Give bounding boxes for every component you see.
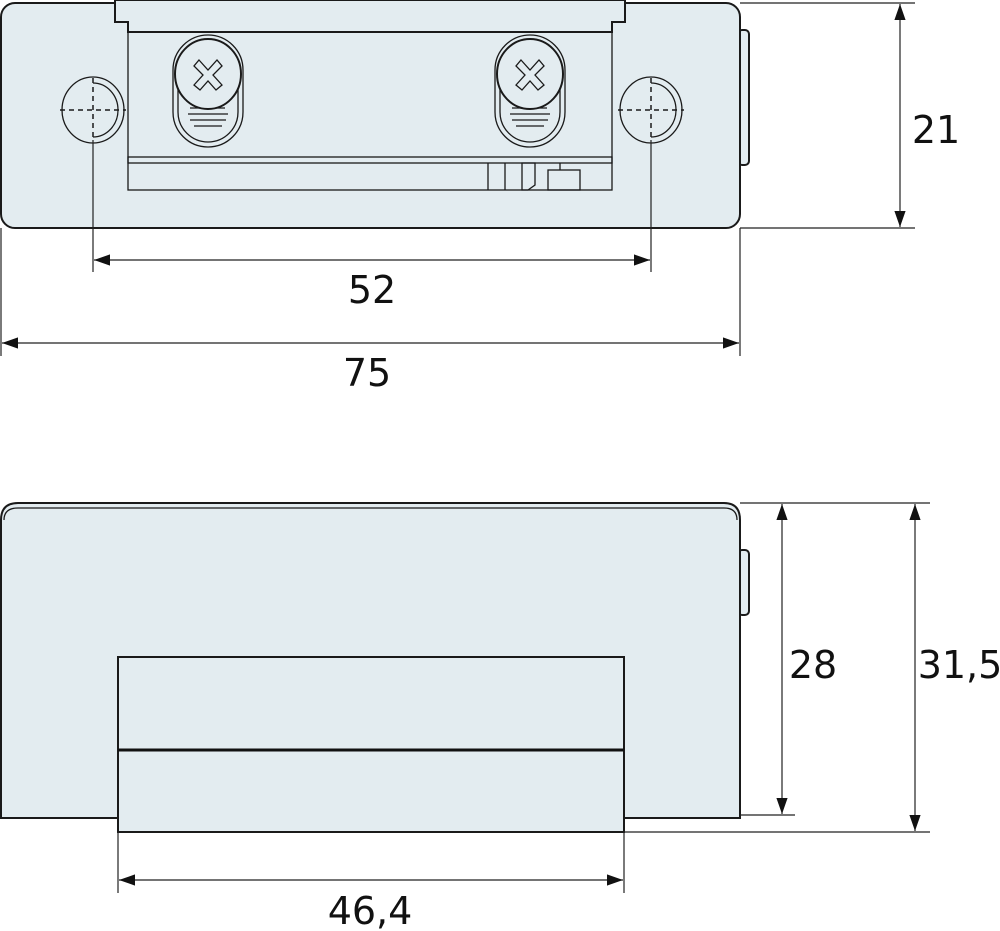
dimension-width-46-4: 46,4: [119, 874, 623, 931]
top-edge: [3, 507, 738, 521]
extension-lines: [117, 502, 930, 893]
strike-body: [0, 2, 741, 229]
dimension-label: 21: [912, 108, 960, 152]
dimension-height-21: 21: [894, 4, 960, 227]
dimension-hole-spacing-52: 52: [94, 254, 650, 312]
top-view: 21 52 75: [0, 0, 960, 395]
front-view: 28 31,5 46,4: [0, 502, 1000, 931]
dimension-depth-28: 28: [776, 504, 837, 814]
extension-lines: [0, 2, 915, 356]
screw-left: [172, 34, 244, 148]
dimension-label: 31,5: [918, 643, 1000, 687]
latch-bar: [127, 156, 613, 164]
screw-right: [494, 34, 566, 148]
faceplate: [117, 656, 625, 833]
latch-mechanism: [487, 162, 581, 191]
dimension-label: 52: [348, 268, 396, 312]
faceplate-tab: [114, 0, 626, 33]
dimension-label: 46,4: [328, 889, 413, 931]
cross-head-icon: [515, 59, 545, 91]
dimension-label: 28: [789, 643, 837, 687]
dimension-depth-31-5: 31,5: [909, 504, 1000, 831]
dimension-length-75: 75: [2, 337, 739, 395]
dimension-label: 75: [343, 351, 391, 395]
cross-head-icon: [193, 59, 223, 91]
